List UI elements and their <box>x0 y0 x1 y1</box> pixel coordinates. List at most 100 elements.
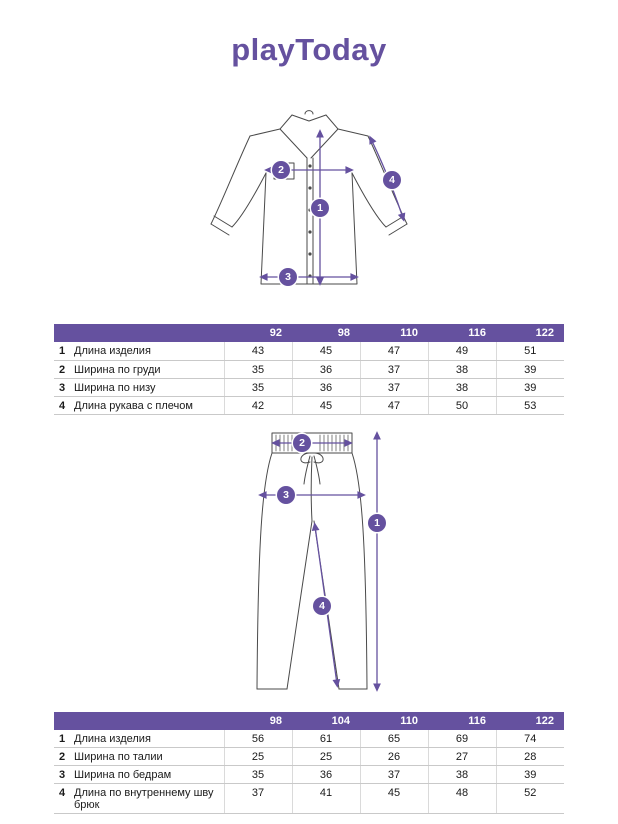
row-label: Длина по внутреннему шву брюк <box>74 787 214 811</box>
size-header: 110 <box>360 324 428 342</box>
table-row: 4 Длина рукава с плечом 42 45 47 50 53 <box>54 396 564 415</box>
value-cell: 50 <box>427 396 496 415</box>
pants-measure-3-badge: 3 <box>277 485 295 504</box>
value-cell: 35 <box>223 378 292 397</box>
value-cell: 36 <box>291 765 360 784</box>
row-label-cell: 4 Длина рукава с плечом <box>54 396 224 415</box>
shirt-measure-3-badge: 3 <box>279 268 297 286</box>
table-row: 3 Ширина по низу 35 36 37 38 39 <box>54 378 564 397</box>
value-cell: 56 <box>223 729 292 748</box>
value-cell: 45 <box>291 342 360 361</box>
row-number: 3 <box>59 381 66 394</box>
size-header: 98 <box>292 324 360 342</box>
row-number: 1 <box>59 732 66 745</box>
value-cell: 61 <box>291 729 360 748</box>
row-label-cell: 1 Длина изделия <box>54 342 224 361</box>
pants-drawing <box>256 430 381 692</box>
shirt-diagram: 1 2 3 4 <box>184 106 434 298</box>
size-header-empty <box>54 324 224 342</box>
value-cell: 36 <box>291 360 360 379</box>
shirt-measure-2-badge: 2 <box>272 161 290 179</box>
value-cell: 49 <box>427 342 496 361</box>
value-cell: 45 <box>359 783 428 814</box>
size-header: 122 <box>496 711 564 730</box>
value-cell: 36 <box>291 378 360 397</box>
value-cell: 47 <box>359 342 428 361</box>
value-cell: 25 <box>291 747 360 766</box>
value-cell: 38 <box>427 765 496 784</box>
row-label: Ширина по талии <box>74 751 163 763</box>
row-label: Длина изделия <box>74 732 151 745</box>
pants-measure-1-badge: 1 <box>368 513 386 532</box>
value-cell: 38 <box>427 360 496 379</box>
value-cell: 43 <box>223 342 292 361</box>
size-header: 116 <box>428 711 496 730</box>
row-number: 3 <box>59 769 66 781</box>
table-row: 2 Ширина по груди 35 36 37 38 39 <box>54 360 564 379</box>
row-label-cell: 2 Ширина по груди <box>54 360 224 379</box>
value-cell: 37 <box>359 378 428 397</box>
value-cell: 45 <box>291 396 360 415</box>
shirt-drawing <box>210 110 408 286</box>
table-row: 1 Длина изделия 56 61 65 69 74 <box>54 729 564 748</box>
value-cell: 65 <box>359 729 428 748</box>
row-label-cell: 2 Ширина по талии <box>54 747 224 766</box>
value-cell: 37 <box>223 783 292 814</box>
value-cell: 39 <box>495 360 564 379</box>
row-label: Ширина по бедрам <box>74 769 172 781</box>
row-number: 2 <box>59 363 66 376</box>
value-cell: 25 <box>223 747 292 766</box>
value-cell: 52 <box>495 783 564 814</box>
size-header-row: 92 98 110 116 122 <box>54 324 564 342</box>
value-cell: 28 <box>495 747 564 766</box>
pants-size-table: 98 104 110 116 122 1 Длина изделия 56 61 … <box>54 711 564 814</box>
row-label-cell: 3 Ширина по бедрам <box>54 765 224 784</box>
value-cell: 37 <box>359 360 428 379</box>
value-cell: 37 <box>359 765 428 784</box>
row-number: 4 <box>59 399 66 412</box>
size-header: 92 <box>224 324 292 342</box>
size-header: 122 <box>496 324 564 342</box>
value-cell: 35 <box>223 765 292 784</box>
value-cell: 39 <box>495 765 564 784</box>
value-cell: 42 <box>223 396 292 415</box>
size-header: 116 <box>428 324 496 342</box>
row-number: 4 <box>59 787 66 799</box>
row-label: Длина изделия <box>74 345 151 357</box>
brand-logo: playToday <box>231 32 387 67</box>
size-header-row: 98 104 110 116 122 <box>54 711 564 730</box>
value-cell: 53 <box>495 396 564 415</box>
value-cell: 38 <box>427 378 496 397</box>
row-label-cell: 4 Длина по внутреннему шву брюк <box>54 783 224 814</box>
table-row: 3 Ширина по бедрам 35 36 37 38 39 <box>54 765 564 784</box>
size-header: 104 <box>292 711 360 730</box>
row-label: Длина рукава с плечом <box>74 399 193 412</box>
value-cell: 48 <box>427 783 496 814</box>
row-label: Ширина по груди <box>74 363 161 376</box>
pants-measure-4-badge: 4 <box>313 596 331 615</box>
value-cell: 27 <box>427 747 496 766</box>
table-row: 1 Длина изделия 43 45 47 49 51 <box>54 342 564 361</box>
shirt-measure-1-badge: 1 <box>311 199 329 217</box>
value-cell: 74 <box>495 729 564 748</box>
row-number: 1 <box>59 345 66 357</box>
size-header: 110 <box>360 711 428 730</box>
value-cell: 69 <box>427 729 496 748</box>
value-cell: 39 <box>495 378 564 397</box>
size-header-empty <box>54 711 224 730</box>
row-label: Ширина по низу <box>74 381 156 394</box>
row-label-cell: 3 Ширина по низу <box>54 378 224 397</box>
pants-measure-2-badge: 2 <box>293 433 311 452</box>
shirt-measure-4-badge: 4 <box>383 171 401 189</box>
value-cell: 35 <box>223 360 292 379</box>
pants-diagram: 1 2 3 4 <box>214 423 404 708</box>
value-cell: 47 <box>359 396 428 415</box>
row-number: 2 <box>59 751 66 763</box>
value-cell: 41 <box>291 783 360 814</box>
value-cell: 51 <box>495 342 564 361</box>
value-cell: 26 <box>359 747 428 766</box>
row-label-cell: 1 Длина изделия <box>54 729 224 748</box>
